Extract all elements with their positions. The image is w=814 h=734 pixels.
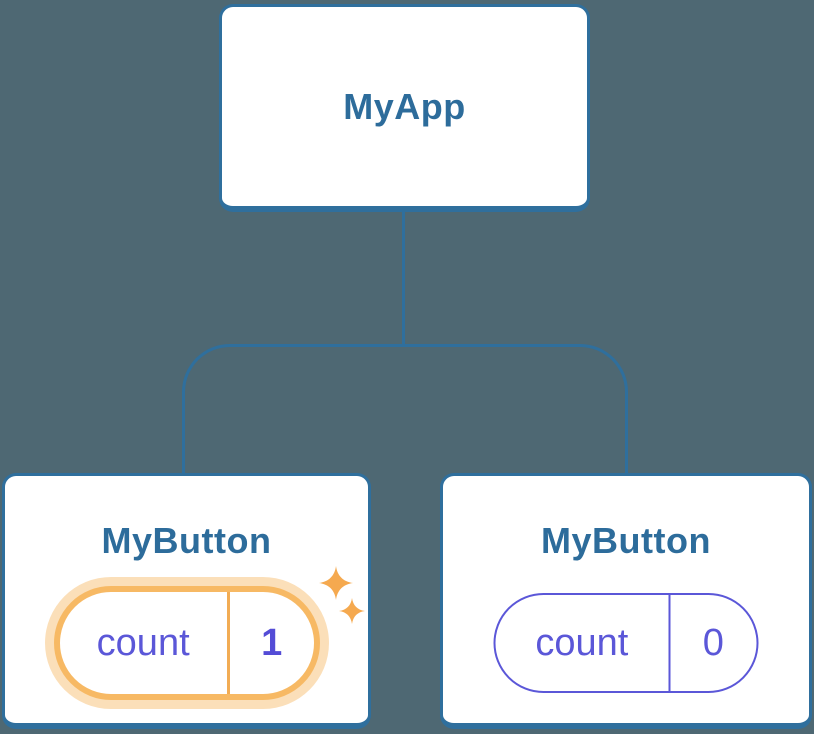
tree-node-mybutton-1: MyButton count 1 xyxy=(2,473,371,729)
state-value: 1 xyxy=(261,621,283,664)
node-title-myapp: MyApp xyxy=(343,85,466,127)
node-title-mybutton-1: MyButton xyxy=(101,520,272,561)
tree-node-mybutton-2: MyButton count 0 xyxy=(440,473,812,729)
connector-branch xyxy=(182,344,628,473)
sparkle-icon xyxy=(319,566,353,600)
pill-divider xyxy=(668,595,671,691)
state-key-label: count xyxy=(96,621,190,664)
state-key-label: count xyxy=(535,621,629,664)
state-pill-count-0: count 0 xyxy=(493,593,759,693)
node-title-mybutton-2: MyButton xyxy=(541,520,711,561)
state-value: 0 xyxy=(702,621,724,664)
connector-stem xyxy=(402,211,405,346)
state-pill-count-1: count 1 xyxy=(53,586,320,700)
tree-node-myapp: MyApp xyxy=(219,4,590,212)
pill-divider xyxy=(226,592,230,694)
sparkle-icon xyxy=(339,598,365,624)
